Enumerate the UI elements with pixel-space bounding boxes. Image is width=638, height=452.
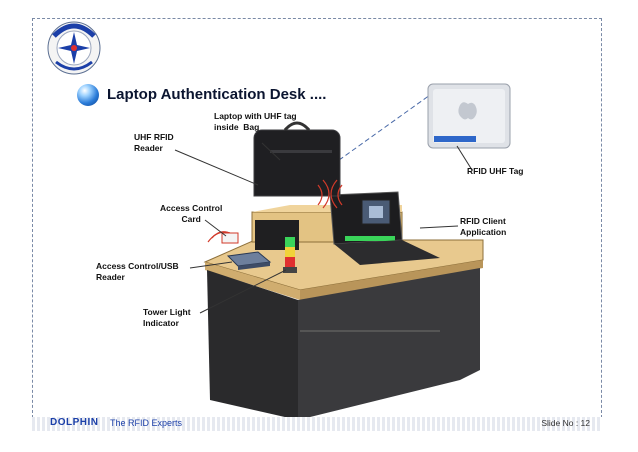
label-laptop-with-tag: Laptop with UHF tag inside Bag — [214, 111, 297, 132]
access-reader — [226, 251, 272, 270]
access-card-icon — [221, 232, 239, 244]
slide-number: Slide No : 12 — [541, 418, 590, 428]
slide-frame-left — [32, 18, 34, 423]
desk — [203, 205, 484, 420]
title-bullet-icon — [77, 84, 99, 106]
laptop-tag-image — [427, 83, 511, 149]
tower-light — [283, 237, 297, 273]
label-uhf-reader: UHF RFID Reader — [134, 132, 174, 153]
slide-title: Laptop Authentication Desk .... — [107, 86, 327, 103]
tag-pointer-line — [456, 145, 473, 171]
slide-frame-right — [601, 18, 603, 423]
footer-tagline: The RFID Experts — [110, 418, 183, 428]
label-rfid-uhf-tag: RFID UHF Tag — [467, 166, 524, 176]
callout-pointers — [174, 142, 459, 314]
slide-frame-top — [32, 18, 602, 20]
dolphin-logo — [47, 21, 101, 75]
label-access-card: Access Control Card — [160, 203, 223, 224]
label-client-application: RFID Client Application — [460, 216, 507, 237]
footer-bar — [32, 417, 602, 431]
label-tower-light: Tower Light Indicator — [143, 307, 191, 328]
footer-brand: DOLPHIN — [50, 417, 99, 428]
label-access-reader: Access Control/USB Reader — [96, 261, 179, 282]
laptop-bag — [253, 121, 341, 197]
client-monitor — [361, 199, 391, 225]
